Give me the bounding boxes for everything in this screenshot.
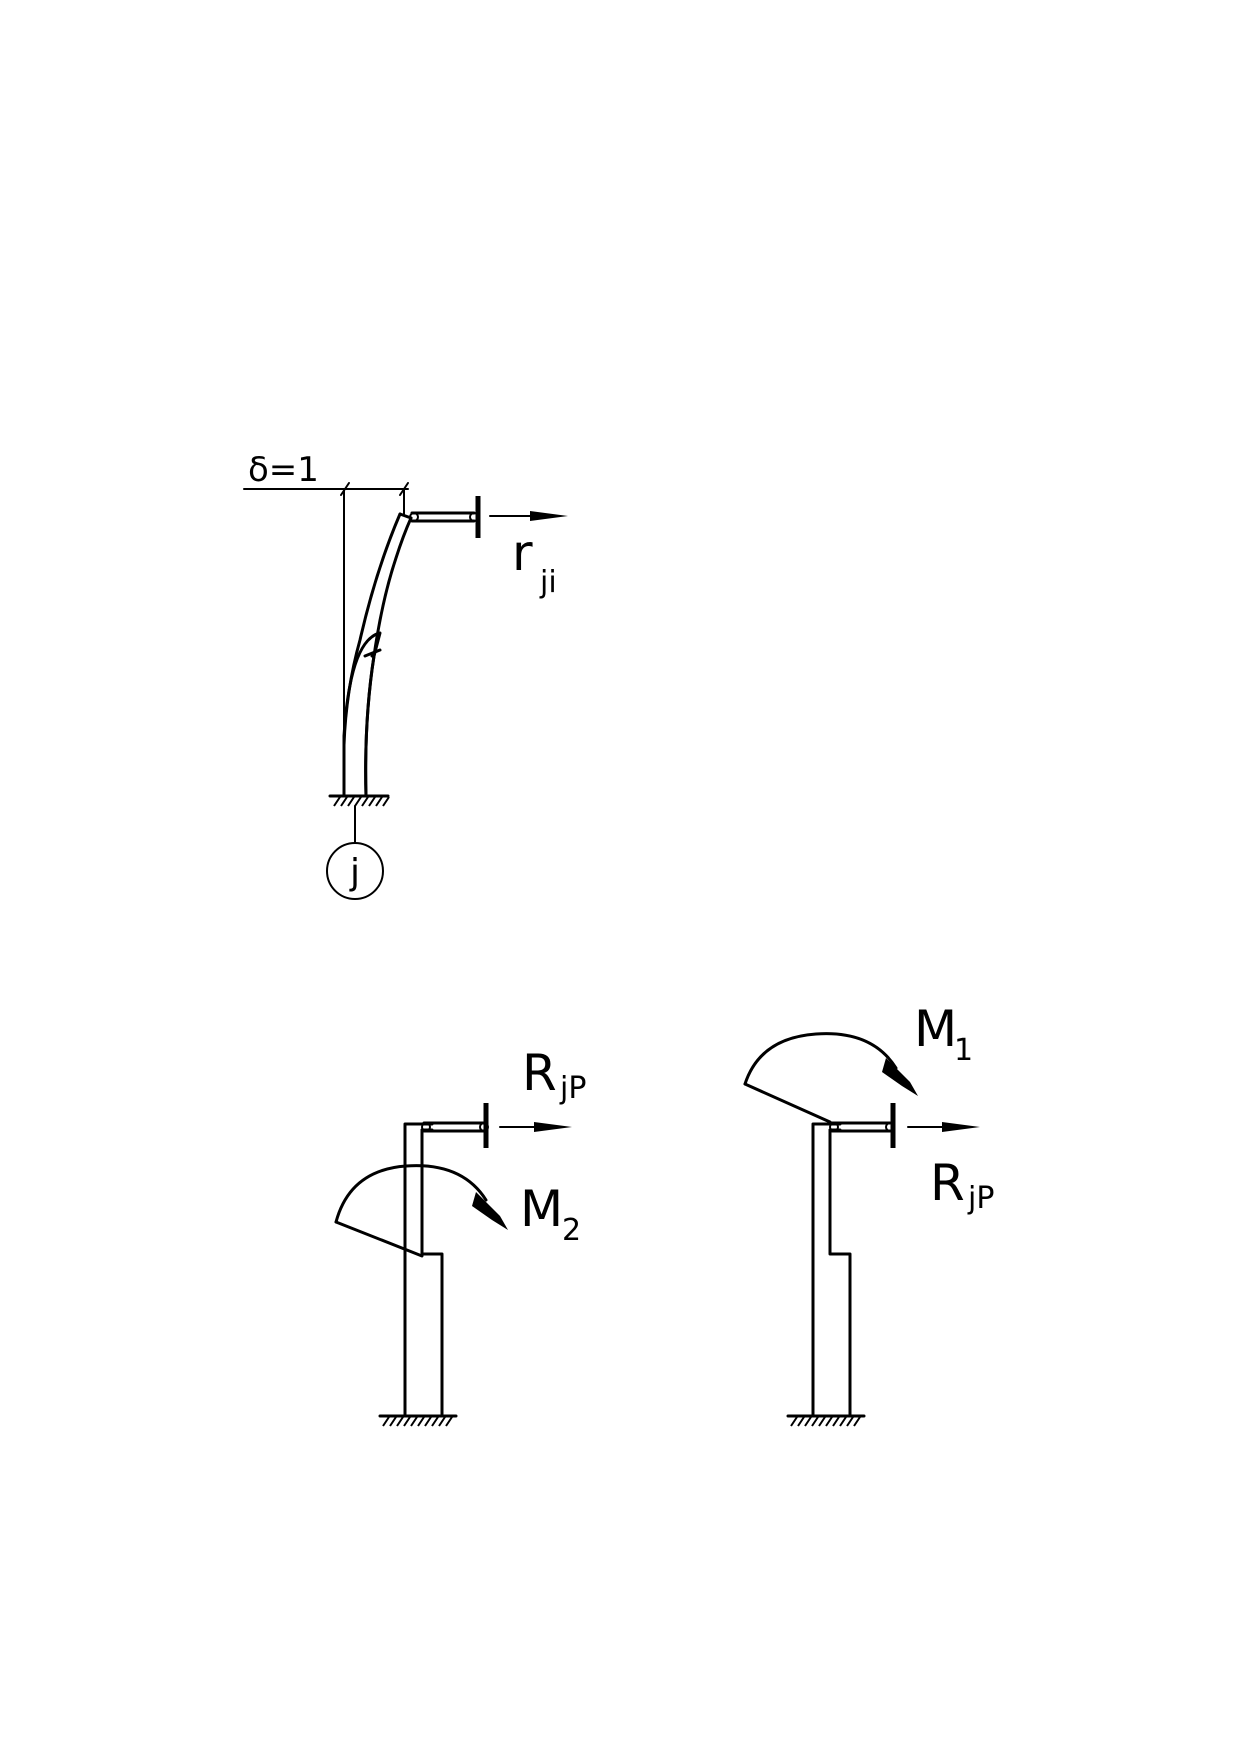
link-pin-left <box>421 1122 431 1132</box>
moment-arc <box>334 1164 488 1224</box>
deflected-column-left-edge <box>342 512 402 798</box>
reaction-subscript: ji <box>539 565 557 600</box>
column-moment-m1-diagram: R jP M 1 <box>743 1000 994 1427</box>
moment-subscript: 1 <box>954 1033 973 1068</box>
deflected-column-right-edge <box>364 516 413 798</box>
node-circle <box>326 842 384 900</box>
reaction-arrow-head <box>942 1122 980 1132</box>
moment-radius-line <box>334 1220 424 1258</box>
fixed-base-hatching <box>382 1416 453 1427</box>
column-step <box>363 648 382 658</box>
moment-arc <box>743 1032 898 1086</box>
reaction-subscript: jP <box>559 1071 586 1106</box>
moment-arrow-head <box>472 1192 508 1230</box>
link-pin-left <box>409 512 419 522</box>
node-label: j <box>349 852 360 893</box>
moment-radius-line <box>743 1082 832 1124</box>
moment-symbol: M <box>914 1000 957 1058</box>
deflected-column-diagram: δ=1 r ji <box>243 450 568 900</box>
fixed-base-hatching <box>790 1416 861 1427</box>
column-outline <box>811 1122 852 1418</box>
reaction-symbol: r <box>512 524 533 582</box>
column-moment-m2-diagram: R jP M 2 <box>334 1044 586 1427</box>
moment-symbol: M <box>520 1180 563 1238</box>
reaction-symbol: R <box>522 1044 557 1102</box>
reaction-arrow-head <box>530 511 568 521</box>
reaction-arrow-head <box>534 1122 572 1132</box>
link-pin-left <box>829 1122 839 1132</box>
delta-label: δ=1 <box>248 450 319 490</box>
fixed-base-hatching <box>333 796 390 807</box>
moment-arrow-head <box>882 1058 918 1096</box>
moment-subscript: 2 <box>562 1213 581 1248</box>
reaction-symbol: R <box>930 1154 965 1212</box>
reaction-subscript: jP <box>967 1181 994 1216</box>
